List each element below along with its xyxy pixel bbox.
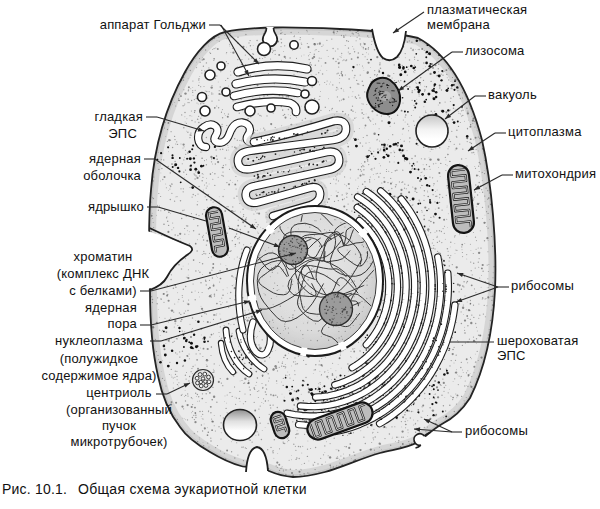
svg-text:(полужидкое: (полужидкое <box>60 351 139 366</box>
svg-text:лизосома: лизосома <box>465 43 525 58</box>
svg-text:Рис. 10.1.: Рис. 10.1. <box>2 481 67 497</box>
svg-text:ядрышко: ядрышко <box>88 199 144 214</box>
svg-text:Общая схема эукариотной клетки: Общая схема эукариотной клетки <box>78 481 307 497</box>
svg-text:хроматин: хроматин <box>74 249 133 264</box>
svg-text:рибосомы: рибосомы <box>511 278 574 293</box>
svg-text:микротрубочек): микротрубочек) <box>71 434 168 449</box>
svg-text:оболочка: оболочка <box>83 168 141 183</box>
svg-text:пора: пора <box>107 316 137 331</box>
svg-text:ЭПС: ЭПС <box>108 126 137 141</box>
svg-text:мембрана: мембрана <box>427 17 490 32</box>
svg-text:(организованный: (организованный <box>66 402 172 417</box>
svg-text:с белками): с белками) <box>69 283 137 298</box>
svg-text:(комплекс ДНК: (комплекс ДНК <box>57 266 150 281</box>
svg-text:цитоплазма: цитоплазма <box>508 124 582 139</box>
svg-text:ядерная: ядерная <box>89 151 141 166</box>
svg-text:центриоль: центриоль <box>86 385 151 400</box>
svg-text:митохондрия: митохондрия <box>515 166 596 181</box>
svg-text:аппарат Гольджи: аппарат Гольджи <box>100 17 206 32</box>
svg-text:гладкая: гладкая <box>95 109 144 124</box>
svg-text:ЭПС: ЭПС <box>497 348 526 363</box>
svg-text:ядерная: ядерная <box>85 300 137 315</box>
svg-text:вакуоль: вакуоль <box>488 87 537 102</box>
svg-text:содержимое ядра): содержимое ядра) <box>41 368 156 383</box>
svg-text:плазматическая: плазматическая <box>427 2 527 17</box>
svg-text:пучок: пучок <box>102 418 136 433</box>
svg-text:нуклеоплазма: нуклеоплазма <box>55 333 143 348</box>
svg-text:рибосомы: рибосомы <box>465 423 528 438</box>
svg-text:шероховатая: шероховатая <box>497 333 579 348</box>
